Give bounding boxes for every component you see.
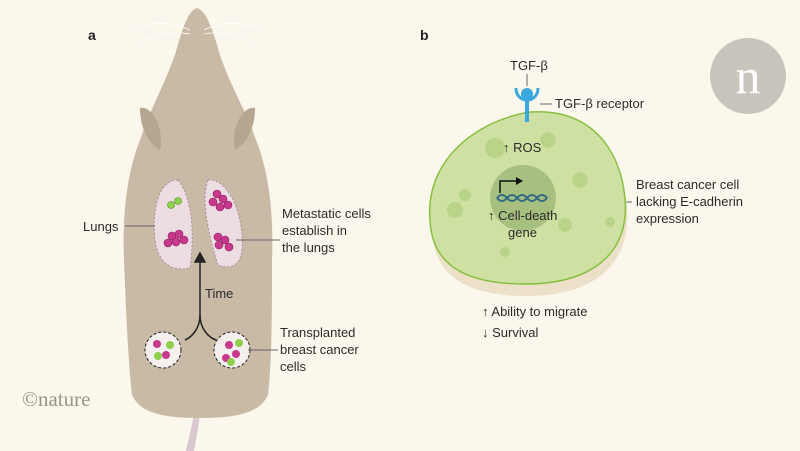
- cell: [428, 111, 628, 297]
- gene-label-2: gene: [508, 225, 537, 240]
- transplanted-label-3: cells: [280, 359, 307, 374]
- time-arrow: [184, 251, 217, 341]
- transplanted-label-2: breast cancer: [280, 342, 359, 357]
- nature-logo: n: [710, 38, 786, 114]
- whiskers: [129, 22, 265, 46]
- mouse: [123, 8, 273, 451]
- cell-label-3: expression: [636, 211, 699, 226]
- mouse-body: [123, 8, 273, 418]
- transplanted-tumors: [144, 331, 251, 369]
- mouse-ear-right: [234, 107, 255, 150]
- gene-label-1: ↑ Cell-death: [488, 208, 557, 223]
- transplanted-label-1: Transplanted: [280, 325, 355, 340]
- panel-label-b: b: [420, 27, 429, 43]
- metastasis-clusters: [163, 189, 234, 252]
- panel-label-a: a: [88, 27, 96, 43]
- cell-label-2: lacking E-cadherin: [636, 194, 743, 209]
- metastatic-label-2: establish in: [282, 223, 347, 238]
- lungs-label: Lungs: [83, 219, 119, 234]
- mouse-ear-left: [140, 107, 161, 150]
- metastatic-label-3: the lungs: [282, 240, 335, 255]
- dna-icon: [496, 194, 548, 202]
- lung-left: [153, 179, 193, 270]
- tgf-receptor-icon: [514, 74, 540, 122]
- effect-survival: ↓ Survival: [482, 325, 538, 340]
- normal-cells-lung: [167, 197, 182, 209]
- lungs: [153, 179, 243, 270]
- receptor-label: TGF-β receptor: [555, 96, 645, 111]
- tgf-beta-label: TGF-β: [510, 58, 548, 73]
- effect-migrate: ↑ Ability to migrate: [482, 304, 588, 319]
- svg-text:n: n: [736, 48, 761, 104]
- transcription-arrow-icon: [499, 180, 518, 193]
- metastatic-label-1: Metastatic cells: [282, 206, 371, 221]
- organelles: [447, 132, 615, 257]
- nature-credit: ©nature: [22, 387, 90, 411]
- tgf-beta-ligand: [521, 88, 533, 100]
- time-label: Time: [205, 286, 233, 301]
- ros-label: ↑ ROS: [503, 140, 542, 155]
- cell-label-1: Breast cancer cell: [636, 177, 739, 192]
